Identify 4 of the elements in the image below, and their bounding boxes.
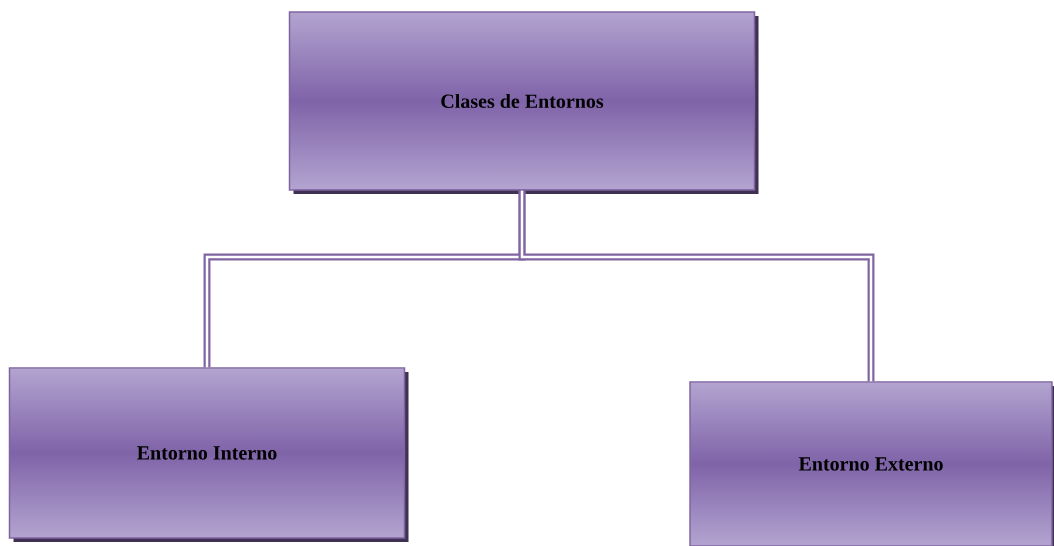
connector-line bbox=[518, 190, 875, 382]
process-box: Clases de Entornos bbox=[288, 11, 759, 194]
process-box: Entorno Interno bbox=[8, 367, 409, 542]
process-box: Entorno Externo bbox=[689, 381, 1054, 546]
